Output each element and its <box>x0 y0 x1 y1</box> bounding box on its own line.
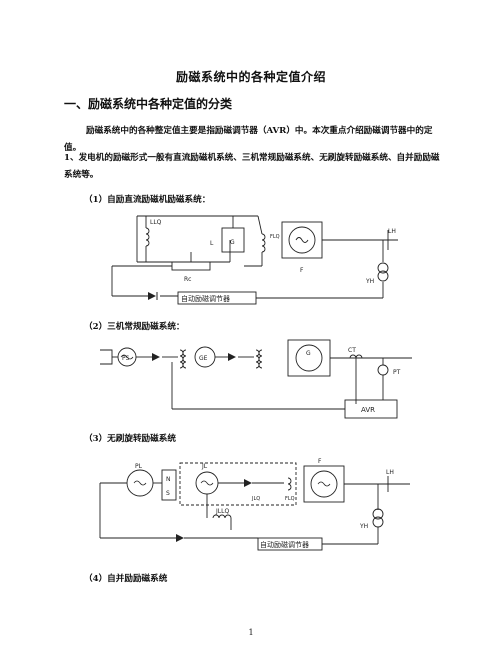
regulator-label: 自动励磁调节器 <box>181 294 230 303</box>
label-g: G <box>306 350 311 357</box>
label-jlq: JLQ <box>251 496 260 502</box>
page-title: 励磁系统中的各种定值介绍 <box>175 70 326 84</box>
label-lh: LH <box>386 469 394 476</box>
label-jl: JL <box>201 463 208 470</box>
label-ct: CT <box>348 347 356 354</box>
label-l: L <box>210 240 214 247</box>
label-pt: PT <box>393 369 401 376</box>
label-yh: YH <box>365 278 374 285</box>
label-f: F <box>318 458 322 465</box>
label-flq: FLQ <box>270 234 280 240</box>
label-s: S <box>166 490 170 497</box>
label-ge: GE <box>199 355 208 362</box>
intro-paragraph: 励磁系统中的各种整定值主要是指励磁调节器（AVR）中。本次重点介绍励磁调节器中的… <box>64 126 433 153</box>
excitation-types-paragraph: 1、发电机的励磁形式一般有直流励磁机系统、三机常规励磁系统、无刷旋转励磁系统、自… <box>64 153 440 180</box>
label-jllq: JLLQ <box>215 508 229 515</box>
subheading-dc-exciter: （1）自励直流励磁机励磁系统： <box>84 195 211 205</box>
subheading-three-machine: （2）三机常规励磁系统： <box>84 322 185 332</box>
subheading-self-shunt: （4）自并励励磁系统 <box>84 574 168 584</box>
label-f: F <box>300 267 304 274</box>
label-flq: FLQ <box>285 496 295 502</box>
label-lh: LH <box>388 228 396 235</box>
section-heading: 一、励磁系统中各种定值的分类 <box>64 97 233 111</box>
label-llq: LLQ <box>150 219 162 226</box>
avr-box-label: AVR <box>361 406 375 414</box>
label-n: N <box>166 476 171 483</box>
page-number: 1 <box>248 628 254 637</box>
label-yh: YH <box>359 523 368 530</box>
label-rc: Rc <box>184 276 191 283</box>
label-pl: PL <box>135 463 143 470</box>
subheading-brushless: （3）无刷旋转励磁系统 <box>84 434 176 444</box>
regulator-label: 自动励磁调节器 <box>260 540 309 549</box>
label-g: G <box>230 239 235 246</box>
label-ps: PS <box>122 355 130 362</box>
